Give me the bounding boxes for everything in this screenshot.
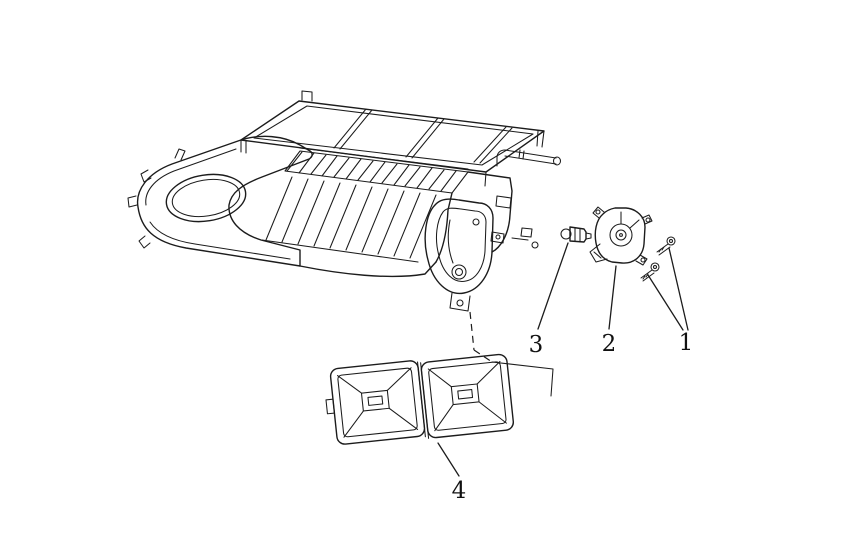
leader-line-2 (608, 265, 617, 330)
leader-line-4 (437, 442, 460, 477)
callout-2-label: 2 (602, 331, 617, 357)
actuator-part (589, 206, 653, 266)
left-housing (127, 135, 313, 267)
callout-4-label: 4 (452, 478, 467, 504)
callout-labels: 1 2 3 4 (452, 330, 694, 504)
mode-duct (424, 171, 539, 312)
screw-upper (656, 236, 676, 256)
leader-lines (437, 242, 689, 477)
callout-3-label: 3 (529, 332, 544, 358)
leader-line-1b (668, 247, 689, 331)
top-frame (240, 90, 545, 187)
filter-door-left (325, 360, 426, 445)
heater-core-fins (284, 147, 469, 194)
screw-lower (640, 262, 660, 282)
front-ribbed-face (261, 176, 453, 278)
tube-fitting (496, 149, 562, 167)
filter-door-assembly (325, 353, 515, 445)
callout-1-label: 1 (679, 330, 694, 356)
filter-door-right (420, 353, 515, 439)
leader-line-3 (537, 242, 569, 330)
shaft-clip-part (560, 226, 592, 243)
leader-line-1a (647, 274, 684, 331)
alignment-lines (469, 311, 554, 397)
